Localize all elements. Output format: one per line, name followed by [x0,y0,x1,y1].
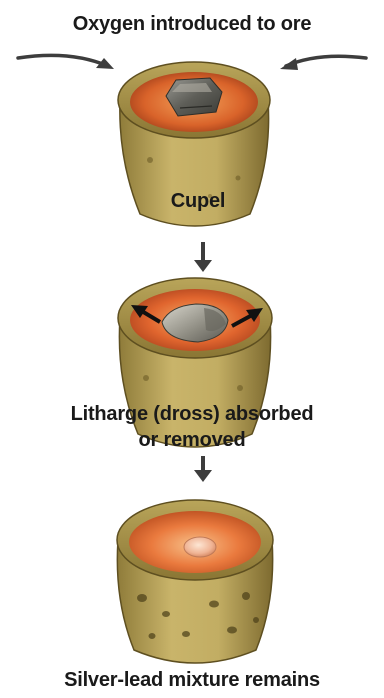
down-arrow-icon [194,242,212,272]
caption-litharge-line1: Litharge (dross) absorbed [0,402,384,426]
ore-lump-icon [166,78,222,116]
caption-oxygen: Oxygen introduced to ore [0,12,384,36]
caption-silver-lead: Silver-lead mixture remains [0,668,384,692]
caption-litharge-line2: or removed [0,428,384,452]
down-arrow-icon [194,456,212,482]
oxygen-arrow-right-icon [280,56,366,70]
oxygen-arrow-left-icon [18,55,114,69]
silver-bead-icon [184,537,216,557]
cupel-step-3 [117,500,273,663]
caption-cupel: Cupel [6,189,384,213]
